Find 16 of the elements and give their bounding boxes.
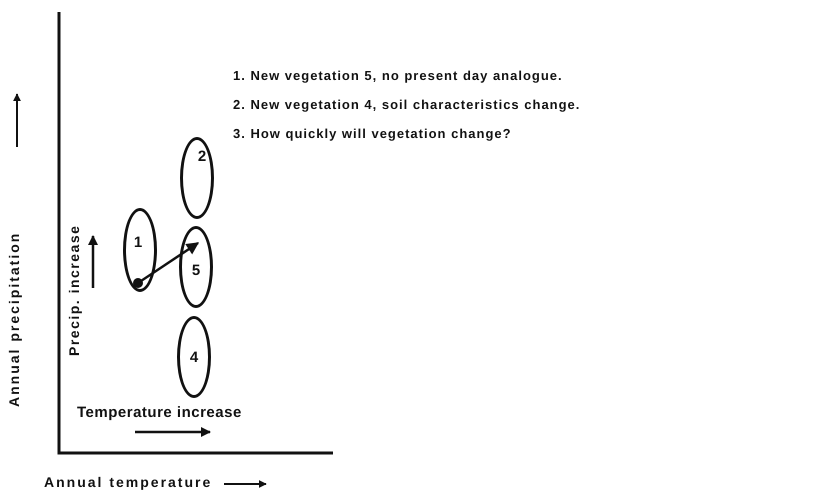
axis-label: Temperature increase: [77, 404, 242, 421]
ellipse: [179, 226, 213, 308]
ellipse-number: 4: [190, 348, 198, 366]
note: 3. How quickly will vegetation change?: [233, 126, 512, 141]
note: 1. New vegetation 5, no present day analogue.: [233, 68, 563, 83]
axis-title: Annual temperature: [44, 474, 212, 490]
note: 2. New vegetation 4, soil characteristics change.: [233, 97, 580, 112]
ellipse: [177, 316, 211, 398]
ellipse-number: 5: [192, 262, 200, 278]
ellipse: [123, 208, 157, 292]
axis-label: Precip. increase: [66, 224, 82, 356]
ellipse: [180, 137, 214, 219]
ellipse-number: 2: [198, 148, 206, 164]
arrow: [133, 242, 200, 288]
ellipse-number: 1: [134, 234, 142, 250]
axis-title: Annual precipitation: [6, 232, 22, 407]
